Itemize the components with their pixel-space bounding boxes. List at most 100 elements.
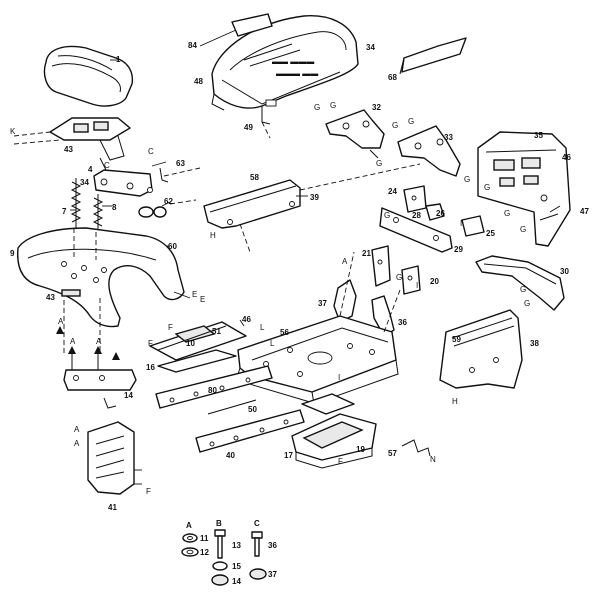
ref-letter-h: H <box>452 397 458 406</box>
label-part-34: 34 <box>366 43 375 52</box>
label-part-43-mid: 43 <box>46 293 55 302</box>
ref-letter-l: L <box>260 323 265 332</box>
label-part-80: 80 <box>208 386 217 395</box>
ref-letter-g: G <box>376 159 382 168</box>
part-number-labels: 1 84 34 48 49 68 43 4 63 34 7 8 62 60 9 … <box>10 41 589 586</box>
ref-letter-a: A <box>74 425 80 434</box>
label-part-34b: 34 <box>80 178 89 187</box>
label-part-84: 84 <box>188 41 197 50</box>
hood-decal-text-2: ▬▬▬ ▬▬ <box>276 69 318 78</box>
label-part-62: 62 <box>164 197 173 206</box>
label-part-17: 17 <box>284 451 293 460</box>
assembly-dash-lines <box>163 121 401 333</box>
ref-letter-a: A <box>74 439 80 448</box>
ref-letter-g: G <box>524 299 530 308</box>
label-part-25: 25 <box>486 229 495 238</box>
ref-letter-e: E <box>192 290 197 299</box>
label-part-43-top: 43 <box>64 145 73 154</box>
ref-letter-g: G <box>484 183 490 192</box>
label-part-29: 29 <box>454 245 463 254</box>
legend-column-a: A <box>186 521 192 530</box>
label-part-60: 60 <box>168 242 177 251</box>
label-part-51: 51 <box>212 327 221 336</box>
ref-letter-a: A <box>342 257 348 266</box>
control-panel-part <box>13 117 131 161</box>
label-part-26: 26 <box>436 209 445 218</box>
ref-letter-e: E <box>200 295 205 304</box>
fender-part <box>17 227 191 354</box>
hood-decal-text-1: ▬▬ ▬▬▬ <box>272 57 314 66</box>
reference-letters: G G G G G G G G G G G G G C C E E H H A … <box>10 101 530 496</box>
ref-letter-g: G <box>504 209 510 218</box>
label-part-38: 38 <box>530 339 539 348</box>
label-part-37b: 37 <box>268 570 277 579</box>
side-rail-40-part <box>195 399 305 453</box>
label-part-4: 4 <box>88 165 93 174</box>
ref-letter-g: G <box>520 225 526 234</box>
plate-24-part <box>403 185 427 213</box>
label-part-59: 59 <box>452 335 461 344</box>
plate-26-part <box>425 203 445 221</box>
center-plate-part <box>149 319 247 361</box>
ref-letter-g: G <box>330 101 336 110</box>
ref-letter-i: I <box>460 219 462 228</box>
legend-column-b: B <box>216 519 222 528</box>
label-part-16: 16 <box>146 363 155 372</box>
hood-part <box>211 15 359 125</box>
bracket-57-part <box>401 439 431 457</box>
bracket-21-part <box>371 245 391 287</box>
label-part-9: 9 <box>10 249 15 258</box>
label-part-13: 13 <box>232 541 241 550</box>
decal-part <box>399 37 467 75</box>
label-part-40: 40 <box>226 451 235 460</box>
label-part-7: 7 <box>62 207 67 216</box>
steering-bracket-part <box>93 157 169 197</box>
ref-letter-i: I <box>338 373 340 382</box>
footrest-17-part <box>291 413 377 469</box>
label-part-41: 41 <box>108 503 117 512</box>
step-plate-37-part <box>333 279 357 323</box>
hood-decal-part <box>199 13 273 47</box>
bracket-20-part <box>401 265 421 295</box>
label-part-30: 30 <box>560 267 569 276</box>
rail-59-part <box>439 309 523 389</box>
label-part-57: 57 <box>388 449 397 458</box>
hardware-legend <box>181 529 267 586</box>
ref-letter-a: A <box>58 317 64 326</box>
label-part-39: 39 <box>310 193 319 202</box>
label-part-36b: 36 <box>268 541 277 550</box>
ref-letter-a: A <box>96 337 102 346</box>
label-part-68: 68 <box>388 73 397 82</box>
ref-letter-g: G <box>384 211 390 220</box>
label-part-15: 15 <box>232 562 241 571</box>
legend-column-c: C <box>254 519 260 528</box>
ref-letter-h: H <box>210 231 216 240</box>
label-part-46-mid: 46 <box>242 315 251 324</box>
label-part-36: 36 <box>398 318 407 327</box>
label-part-14: 14 <box>124 391 133 400</box>
label-part-48: 48 <box>194 77 203 86</box>
step-plate-top-part <box>301 393 355 415</box>
ref-letter-k: K <box>10 127 16 136</box>
side-rail-80-part <box>155 365 273 409</box>
ref-letter-g: G <box>520 285 526 294</box>
hardware-legend-headers: A B C <box>186 519 260 530</box>
label-part-47: 47 <box>580 207 589 216</box>
ref-letter-g: G <box>314 103 320 112</box>
label-part-49: 49 <box>244 123 253 132</box>
ref-letter-i: I <box>416 281 418 290</box>
seat-part <box>43 45 134 107</box>
ref-letter-l: L <box>270 339 275 348</box>
ref-letter-f: F <box>168 323 173 332</box>
chassis-frame-part <box>235 315 399 405</box>
dash-panel-part <box>477 131 571 247</box>
ref-letter-g: G <box>392 121 398 130</box>
label-part-1: 1 <box>116 55 121 64</box>
label-part-58: 58 <box>250 173 259 182</box>
ref-letter-n: N <box>430 455 436 464</box>
label-part-21: 21 <box>362 249 371 258</box>
ref-letter-g: G <box>464 175 470 184</box>
plate-25-part <box>461 215 485 237</box>
